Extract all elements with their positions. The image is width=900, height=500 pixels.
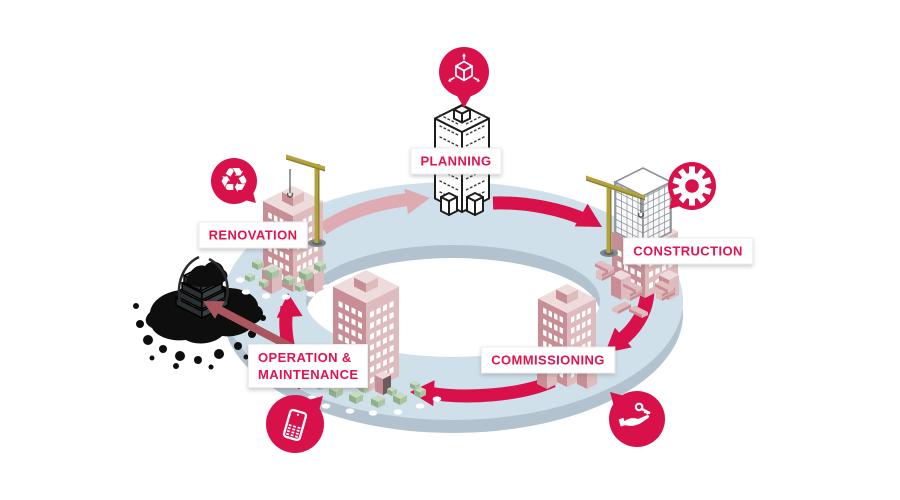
label-planning: PLANNING	[410, 147, 502, 175]
renovation-badge: ♻	[211, 158, 262, 209]
badge-pointer	[456, 94, 472, 108]
planning-badge	[439, 47, 489, 108]
label-operation-maintenance: OPERATION & MAINTENANCE	[248, 344, 369, 388]
recycle-icon: ♻	[218, 161, 250, 201]
gear-icon	[672, 166, 712, 206]
commissioning-badge	[604, 386, 665, 447]
key-handover-icon	[618, 402, 651, 427]
label-commissioning: COMMISSIONING	[481, 346, 615, 374]
label-operation-line2: MAINTENANCE	[258, 367, 359, 382]
label-renovation: RENOVATION	[198, 221, 308, 249]
3d-model-cube-icon	[448, 53, 480, 82]
label-operation-line1: OPERATION &	[258, 350, 352, 365]
mobile-phone-icon	[282, 408, 308, 442]
construction-badge	[663, 162, 716, 215]
operation-maintenance-badge	[266, 390, 329, 453]
label-construction: CONSTRUCTION	[623, 237, 753, 265]
